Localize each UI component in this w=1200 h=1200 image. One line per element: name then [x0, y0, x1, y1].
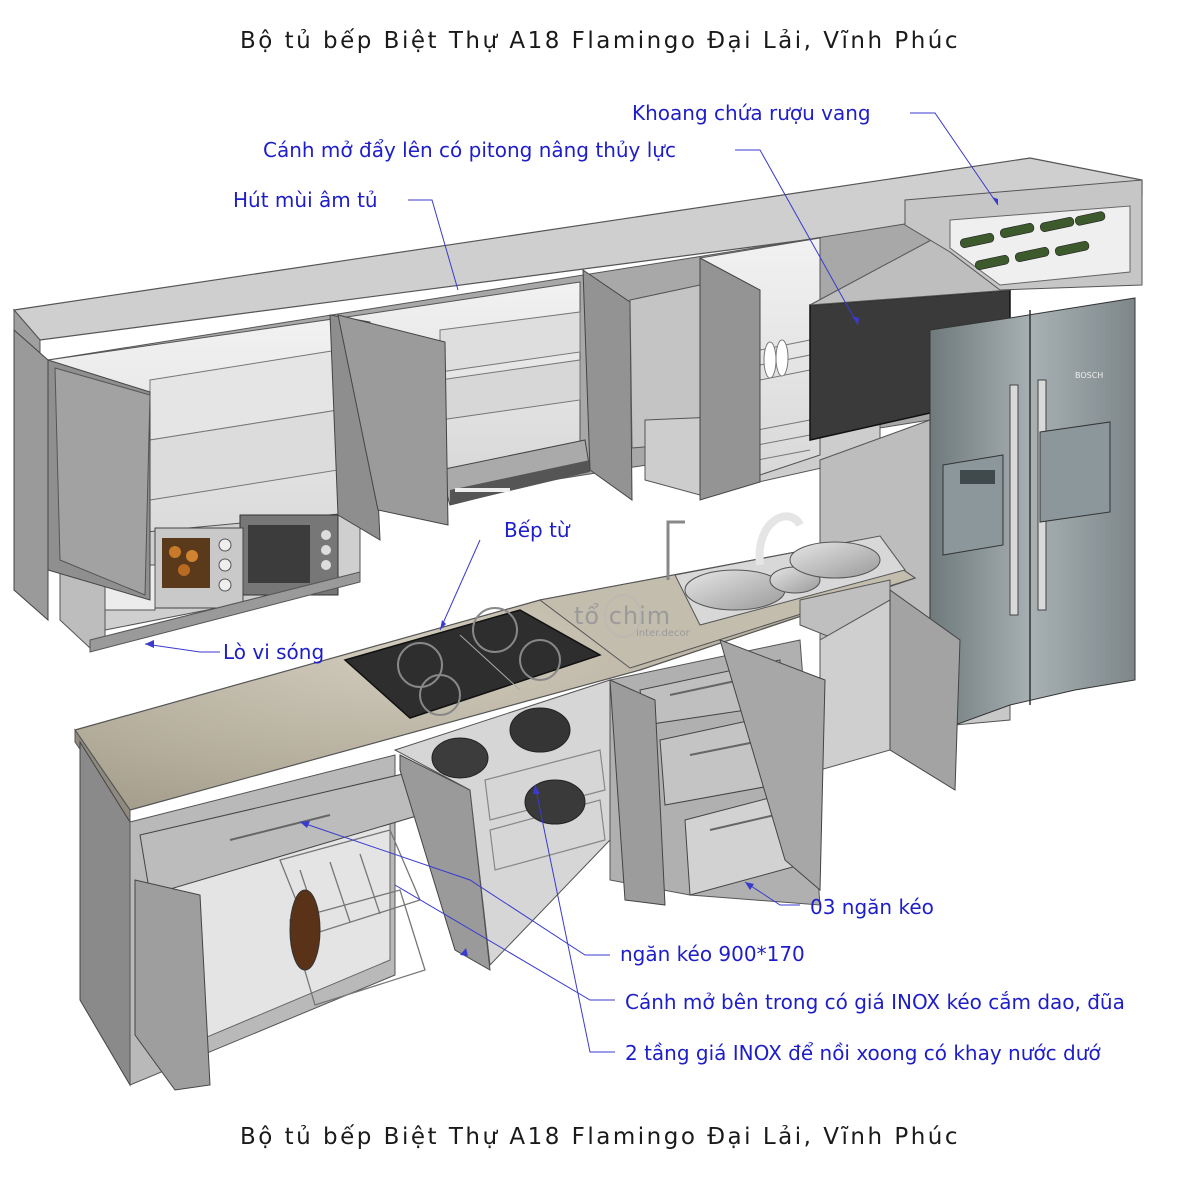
base-cabinets [74, 512, 961, 1091]
label-lift-door: Cánh mở đẩy lên có pitong nâng thủy lực [263, 138, 676, 162]
label-pot-rack: 2 tầng giá INOX để nồi xoong có khay nướ… [625, 1041, 1101, 1065]
label-knife-rack: Cánh mở bên trong có giá INOX kéo cắm da… [625, 990, 1125, 1014]
label-three-drawers: 03 ngăn kéo [810, 895, 934, 919]
label-wine-compartment: Khoang chứa rượu vang [632, 101, 871, 125]
label-drawer-size: ngăn kéo 900*170 [620, 942, 805, 966]
upper-cabinets [12, 157, 1143, 653]
logo-ring [604, 594, 642, 638]
label-range-hood: Hút mùi âm tủ [233, 188, 378, 212]
top-title: Bộ tủ bếp Biệt Thự A18 Flamingo Đại Lải,… [239, 28, 961, 54]
callout-leaders [144, 112, 999, 1053]
fridge-brand: BOSCH [1075, 371, 1103, 380]
bottom-title: Bộ tủ bếp Biệt Thự A18 Flamingo Đại Lải,… [239, 1124, 961, 1150]
brand-logo: tổ chim inter.decor [574, 594, 690, 639]
label-microwave: Lò vi sóng [223, 640, 325, 664]
label-cooktop: Bếp từ [504, 518, 570, 542]
logo-subtext: inter.decor [636, 628, 690, 639]
